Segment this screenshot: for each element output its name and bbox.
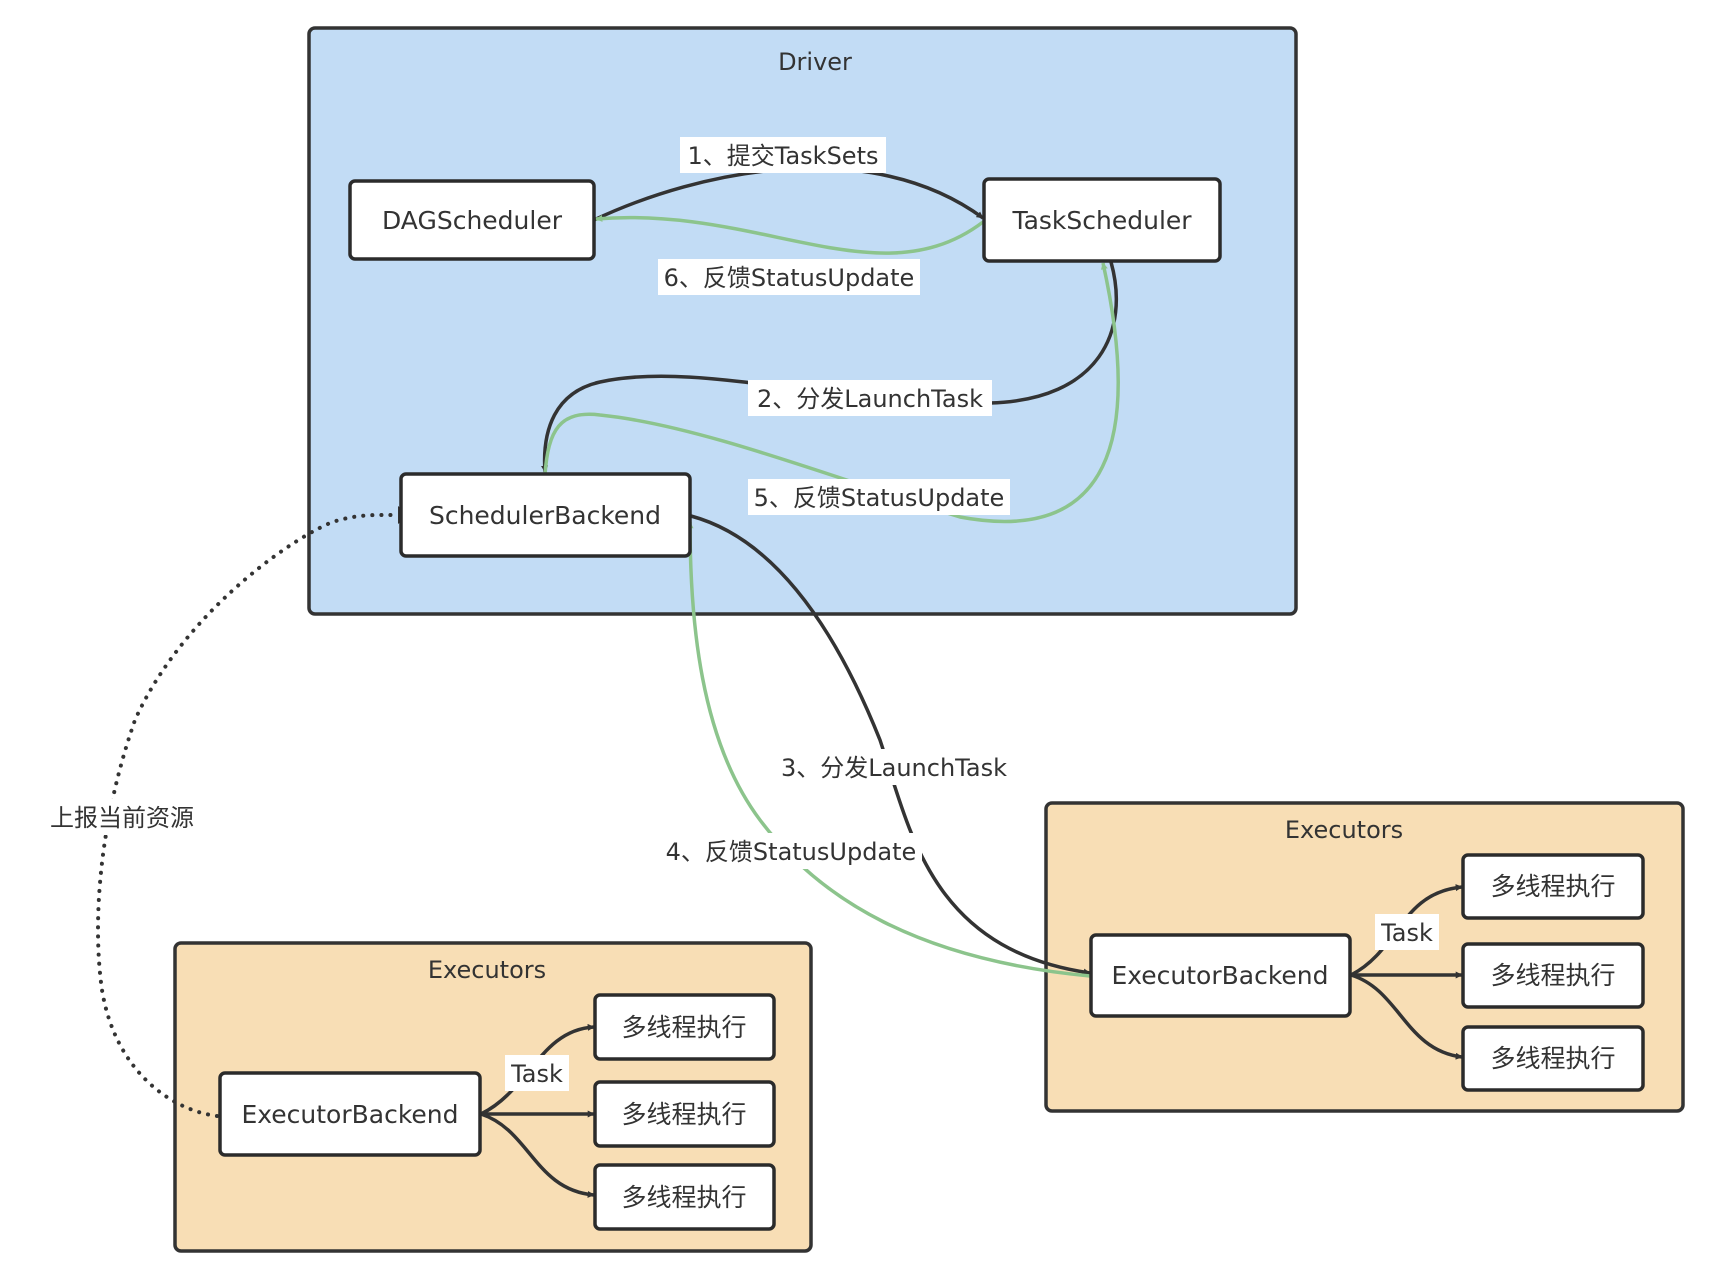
edge-left-task-3 [480,1112,595,1198]
label-right-task-text: Task [1380,919,1433,947]
executors-right-title: Executors [1285,816,1403,844]
worker-right-3-label: 多线程执行 [1490,1044,1615,1073]
edge-report-resources [96,512,400,1118]
label-dispatch-launch-task-driver-text: 2、分发LaunchTask [757,385,983,413]
worker-right-2-label: 多线程执行 [1490,961,1615,990]
worker-right-1-label: 多线程执行 [1490,872,1615,901]
label-feedback-status-dag: 6、反馈StatusUpdate [658,259,920,295]
worker-left-3-node[interactable] [593,1163,776,1231]
worker-left-2-node[interactable] [593,1080,776,1148]
worker-right-2-node[interactable] [1461,942,1645,1009]
task-scheduler-label: TaskScheduler [1011,206,1192,235]
executors-left-title: Executors [428,956,546,984]
label-feedback-status-executor: 4、反馈StatusUpdate [660,833,922,869]
executor-backend-left-label: ExecutorBackend [241,1100,458,1129]
worker-left-2-label: 多线程执行 [621,1100,746,1129]
driver-container [307,26,1298,616]
label-feedback-status-backend: 5、反馈StatusUpdate [748,479,1010,515]
executor-backend-right-label: ExecutorBackend [1111,961,1328,990]
dag-scheduler-label: DAGScheduler [382,206,563,235]
label-report-resources: 上报当前资源 [42,799,202,835]
edge-feedback-status-executor [686,521,1091,978]
scheduler-backend-node[interactable] [399,472,692,558]
label-feedback-status-backend-text: 5、反馈StatusUpdate [754,484,1005,512]
label-submit-tasksets-text: 1、提交TaskSets [688,142,879,170]
label-submit-tasksets: 1、提交TaskSets [680,137,886,173]
label-right-task: Task [1375,914,1439,950]
label-dispatch-launch-task-executor-text: 3、分发LaunchTask [781,754,1007,782]
worker-right-3-node[interactable] [1461,1025,1645,1092]
worker-left-1-label: 多线程执行 [621,1013,746,1042]
task-scheduler-node[interactable] [982,177,1222,263]
worker-right-1-node[interactable] [1461,853,1645,920]
worker-left-1-node[interactable] [593,993,776,1061]
executor-backend-right-node[interactable] [1089,933,1352,1018]
edge-feedback-status-dag [595,214,985,255]
label-dispatch-launch-task-executor: 3、分发LaunchTask [772,749,1016,785]
label-left-task: Task [505,1055,569,1091]
worker-left-3-label: 多线程执行 [621,1183,746,1212]
label-dispatch-launch-task-driver: 2、分发LaunchTask [748,380,992,416]
label-report-resources-text: 上报当前资源 [50,804,194,832]
edge-right-task-3 [1350,973,1463,1060]
dag-scheduler-node[interactable] [348,179,596,261]
label-left-task-text: Task [510,1060,563,1088]
edge-dispatch-launch-task-executor [690,514,1091,976]
driver-title: Driver [778,48,852,76]
label-feedback-status-dag-text: 6、反馈StatusUpdate [664,264,915,292]
label-feedback-status-executor-text: 4、反馈StatusUpdate [666,838,917,866]
scheduler-backend-label: SchedulerBackend [429,501,661,530]
executor-backend-left-node[interactable] [218,1071,482,1157]
